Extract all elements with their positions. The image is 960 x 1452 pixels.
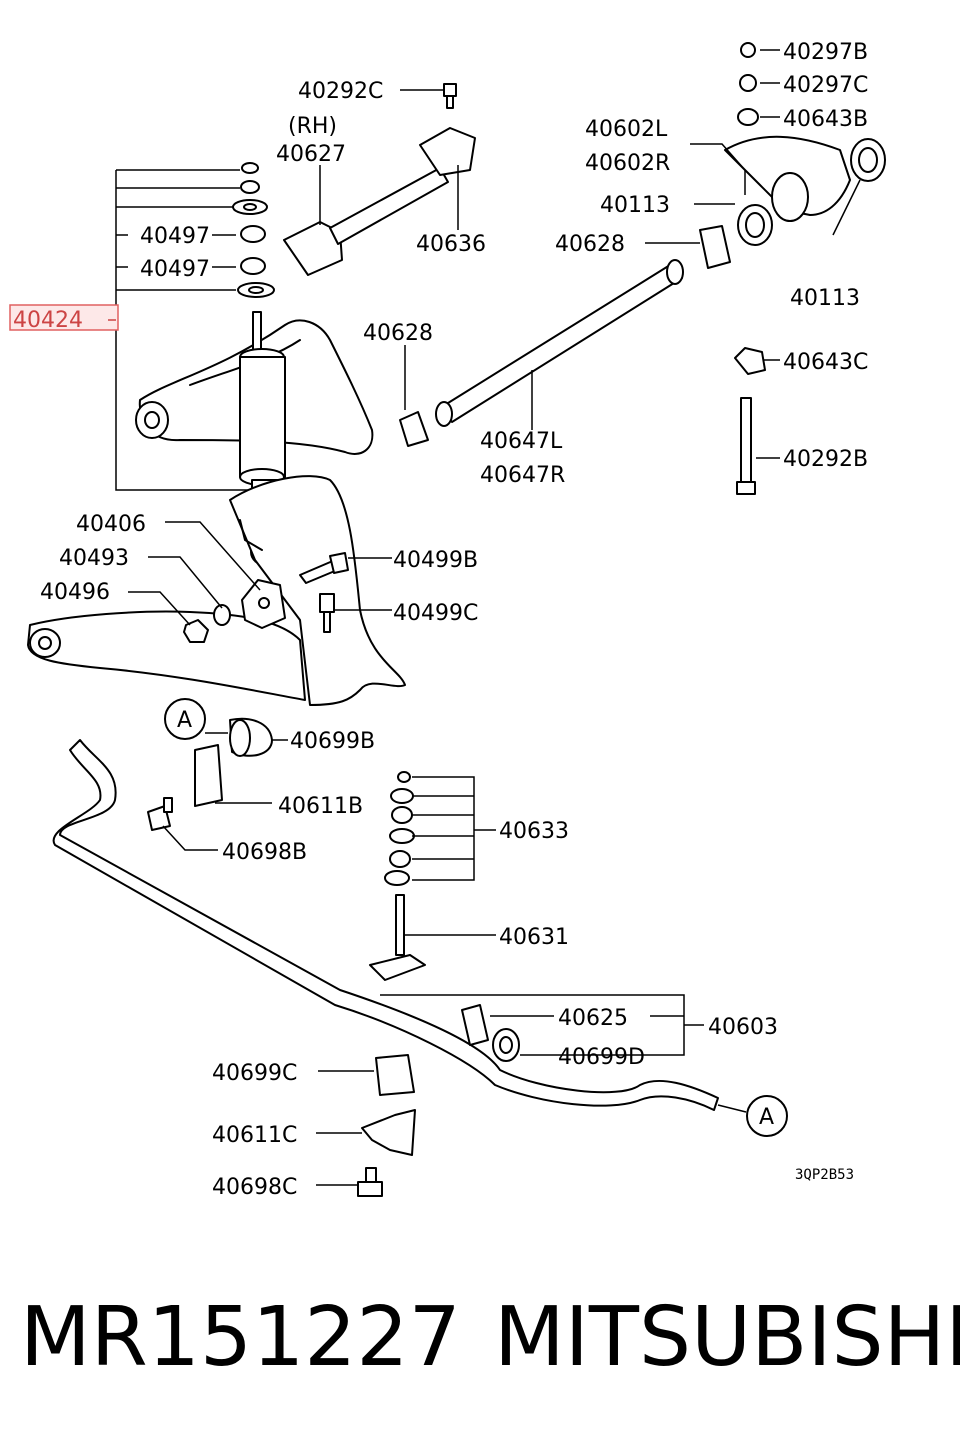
label-40643B: 40643B <box>783 107 868 132</box>
label-40698B: 40698B <box>222 840 307 865</box>
label-40611C: 40611C <box>212 1123 297 1148</box>
frame-bracket <box>229 475 406 706</box>
highlight-box-40424 <box>9 304 119 331</box>
shock-top-hardware <box>232 162 275 298</box>
label-40424: 40424 <box>13 308 83 333</box>
label-40627: 40627 <box>276 142 346 167</box>
label-40603: 40603 <box>708 1015 778 1040</box>
shaft-40647 <box>399 259 684 447</box>
diagram-code: 3QP2B53 <box>795 1167 854 1183</box>
label-40698C: 40698C <box>212 1175 297 1200</box>
circle-a-label-1: A <box>177 708 192 733</box>
label-40602L: 40602L <box>585 117 668 142</box>
label-40647L: 40647L <box>480 429 563 454</box>
label-40297B: 40297B <box>783 40 868 65</box>
label-40497-b: 40497 <box>140 257 210 282</box>
leader-lines <box>128 49 861 1186</box>
label-40625: 40625 <box>558 1006 628 1031</box>
label-40699C: 40699C <box>212 1061 297 1086</box>
label-40628-b: 40628 <box>363 321 433 346</box>
upper-arm-rh <box>283 83 476 276</box>
circle-a-label-2: A <box>759 1105 774 1130</box>
label-40297C: 40297C <box>783 73 868 98</box>
brand-name: MITSUBISHI <box>494 1290 960 1385</box>
label-40497-a: 40497 <box>140 224 210 249</box>
label-40602R: 40602R <box>585 151 670 176</box>
label-40611B: 40611B <box>278 794 363 819</box>
footer: MR151227 MITSUBISHI <box>20 1290 960 1385</box>
label-40113-b: 40113 <box>790 286 860 311</box>
lower-arm <box>27 610 306 701</box>
label-40493: 40493 <box>59 546 129 571</box>
label-40633: 40633 <box>499 819 569 844</box>
label-40499B: 40499B <box>393 548 478 573</box>
label-40292C: 40292C <box>298 79 383 104</box>
shock-lower-hardware <box>183 552 349 643</box>
label-40636: 40636 <box>416 232 486 257</box>
label-40496: 40496 <box>40 580 110 605</box>
label-40699B: 40699B <box>290 729 375 754</box>
part-number: MR151227 <box>20 1290 461 1385</box>
label-40631: 40631 <box>499 925 569 950</box>
label-40406: 40406 <box>76 512 146 537</box>
label-40647R: 40647R <box>480 463 565 488</box>
label-40292B: 40292B <box>783 447 868 472</box>
label-40699D: 40699D <box>558 1045 645 1070</box>
part-labels: 40292C (RH) 40627 40636 40297B 40297C 40… <box>9 40 868 1200</box>
label-40113-a: 40113 <box>600 193 670 218</box>
bracket-40424 <box>115 169 250 491</box>
upper-arm-right <box>699 42 886 495</box>
label-40499C: 40499C <box>393 601 478 626</box>
label-40628-a: 40628 <box>555 232 625 257</box>
label-rh: (RH) <box>288 114 337 139</box>
stabilizer-bar <box>52 698 788 1197</box>
label-40643C: 40643C <box>783 350 868 375</box>
